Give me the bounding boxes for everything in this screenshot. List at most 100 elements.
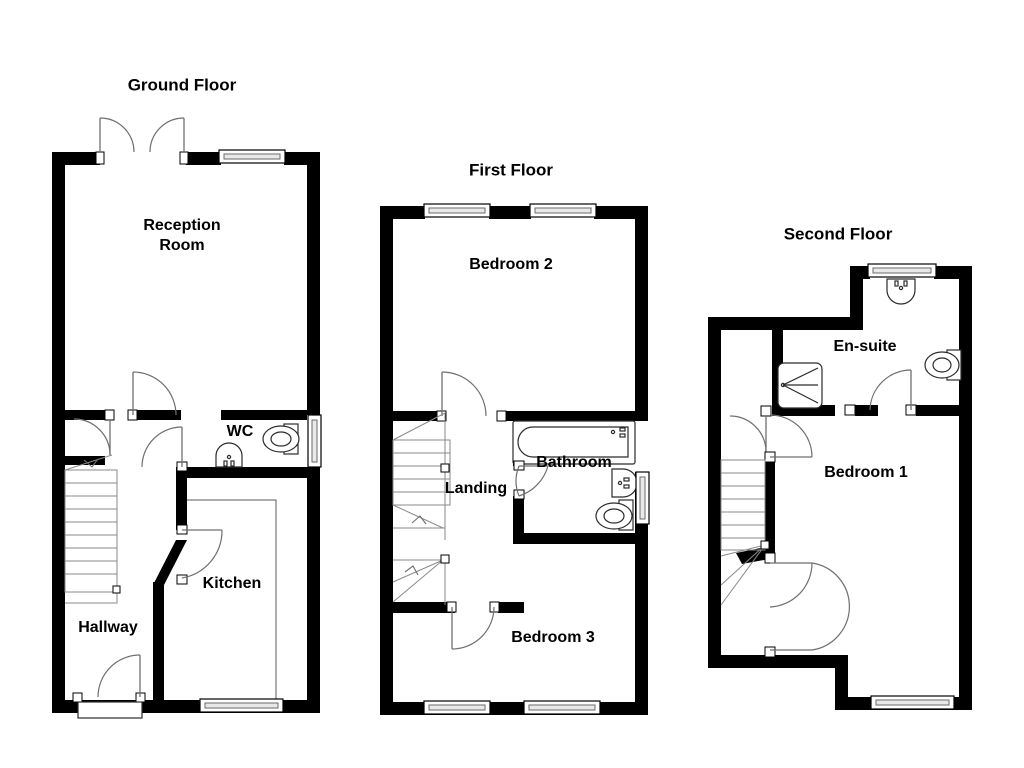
door-bed1-landing[interactable] (764, 414, 813, 463)
floor-title-ground: Ground Floor (128, 75, 237, 94)
door-swing-front (97, 654, 141, 698)
staircase-first-up (392, 412, 451, 540)
basin-ensuite (886, 278, 916, 305)
second-walls (708, 266, 972, 710)
front-door-threshold (77, 701, 143, 719)
wall-first-right-lower (635, 472, 648, 715)
window-ensuite (867, 263, 937, 278)
jamb-kitchen-bottom (176, 574, 188, 585)
door-swing-french-right (149, 117, 185, 153)
jamb-ensuite-left (844, 404, 856, 416)
room-label-reception-line2: Room (159, 237, 204, 254)
door-reception[interactable] (127, 371, 177, 421)
wall-first-left (380, 206, 393, 715)
door-swing-reception (132, 371, 177, 416)
door-bed2[interactable] (436, 371, 507, 422)
french-doors-reception[interactable] (95, 117, 189, 165)
stair-newel-second (760, 540, 770, 550)
window-wc (307, 414, 322, 468)
wall-second-step-vert (850, 266, 863, 325)
shower-ensuite (777, 362, 823, 409)
bathtub (512, 420, 636, 465)
floor-second: Second Floor (708, 224, 972, 710)
floor-title-first: First Floor (469, 160, 553, 179)
room-label-ensuite: En-suite (833, 338, 896, 355)
door-swing-bed2 (441, 371, 487, 417)
window-bed3-left (423, 700, 491, 715)
wall-second-left (708, 317, 721, 668)
front-door[interactable] (72, 654, 146, 719)
room-label-bedroom2: Bedroom 2 (469, 256, 553, 273)
door-swing-ensuite (869, 369, 912, 411)
wall-first-bed3-top-right (498, 602, 524, 613)
wall-ground-right-lower (307, 467, 320, 713)
window-bed1 (870, 695, 955, 710)
wall-ground-kitchen-lowleft (153, 582, 164, 704)
wall-first-top-mid (489, 206, 531, 219)
wall-second-top-main (708, 317, 863, 330)
door-bed3[interactable] (446, 601, 500, 650)
wall-second-hall-vert (765, 460, 775, 555)
door-swing-wc (141, 426, 183, 468)
door-bed1-top[interactable] (729, 405, 772, 453)
staircase-ground (64, 454, 121, 604)
wall-first-bath-bottom (513, 533, 648, 544)
door-swing-bed1-bottom (769, 562, 813, 608)
wall-ground-left (52, 152, 65, 713)
wall-first-landing-bottom (393, 602, 455, 613)
wall-first-bottom (380, 702, 648, 715)
door-swing-bed1-landing (769, 414, 813, 458)
wall-ground-right-upper (307, 152, 320, 415)
wall-first-bed2-bottom-right (505, 411, 648, 421)
wall-ground-kitchen-angle (153, 540, 187, 585)
wall-first-top-right (594, 206, 648, 219)
jamb-bed1-top (760, 405, 772, 417)
door-swing-bed1-top (729, 415, 767, 453)
jamb-bed1-bottom (764, 552, 776, 564)
door-wc[interactable] (141, 426, 188, 472)
toilet-wc (262, 423, 300, 455)
window-reception (218, 149, 286, 164)
wall-second-bottom-left (708, 655, 848, 668)
staircase-second (720, 459, 770, 606)
window-kitchen (199, 698, 284, 713)
wall-ground-top-mid (186, 152, 221, 165)
wall-second-step-bottom (835, 655, 848, 710)
door-kitchen[interactable] (176, 524, 223, 585)
door-ensuite[interactable] (844, 369, 917, 416)
room-label-bathroom: Bathroom (536, 454, 612, 471)
window-bathroom (635, 471, 650, 525)
jamb-bed2-right (496, 410, 507, 422)
wall-second-ensuite-bottom-c (916, 405, 972, 416)
staircase-first-down (392, 554, 450, 605)
door-bathroom[interactable] (513, 460, 549, 500)
wall-ground-wc-bottom (176, 467, 307, 478)
room-label-reception-line1: Reception (143, 217, 220, 234)
door-swing-bed3 (451, 606, 495, 650)
ground-internal-walls (65, 410, 307, 704)
wall-second-right (959, 266, 972, 710)
door-understairs[interactable] (73, 409, 115, 456)
jamb-understairs (104, 409, 115, 421)
door-bed1-bottom[interactable] (764, 552, 850, 658)
room-label-hallway: Hallway (78, 619, 138, 636)
kitchen-counter (187, 499, 277, 700)
wall-ground-recep-bottom-left (65, 410, 110, 420)
wall-second-ensuite-bottom-b (855, 405, 878, 416)
door-swing-french-left (99, 117, 135, 153)
stair-newel-first-down (440, 554, 450, 564)
toilet-bathroom (595, 499, 634, 531)
jamb-french-right (179, 151, 189, 165)
basin-wc (215, 442, 243, 468)
wall-ground-recep-bottom-right (221, 410, 307, 420)
door-swing-kitchen (181, 529, 223, 579)
door-swing-bathroom (518, 465, 549, 497)
toilet-ensuite (924, 349, 962, 381)
floor-ground: Ground Floor (52, 75, 322, 719)
wall-second-ensuite-bottom-a (772, 405, 835, 416)
floor-first: First Floor (380, 160, 650, 715)
wall-ground-recep-bottom-mid (136, 410, 181, 420)
floor-title-second: Second Floor (784, 224, 893, 243)
